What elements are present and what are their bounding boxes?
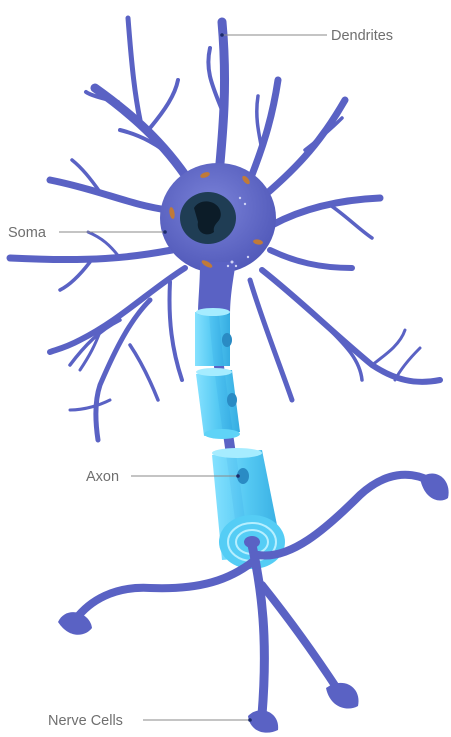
label-dendrites-text: Dendrites bbox=[331, 28, 393, 44]
label-axon-text: Axon bbox=[86, 469, 119, 485]
label-dendrites: Dendrites bbox=[220, 28, 393, 44]
soma-body bbox=[160, 163, 276, 315]
label-nerve-cells: Nerve Cells bbox=[48, 713, 252, 729]
label-soma-text: Soma bbox=[8, 225, 47, 241]
label-nerve-cells-text: Nerve Cells bbox=[48, 713, 123, 729]
